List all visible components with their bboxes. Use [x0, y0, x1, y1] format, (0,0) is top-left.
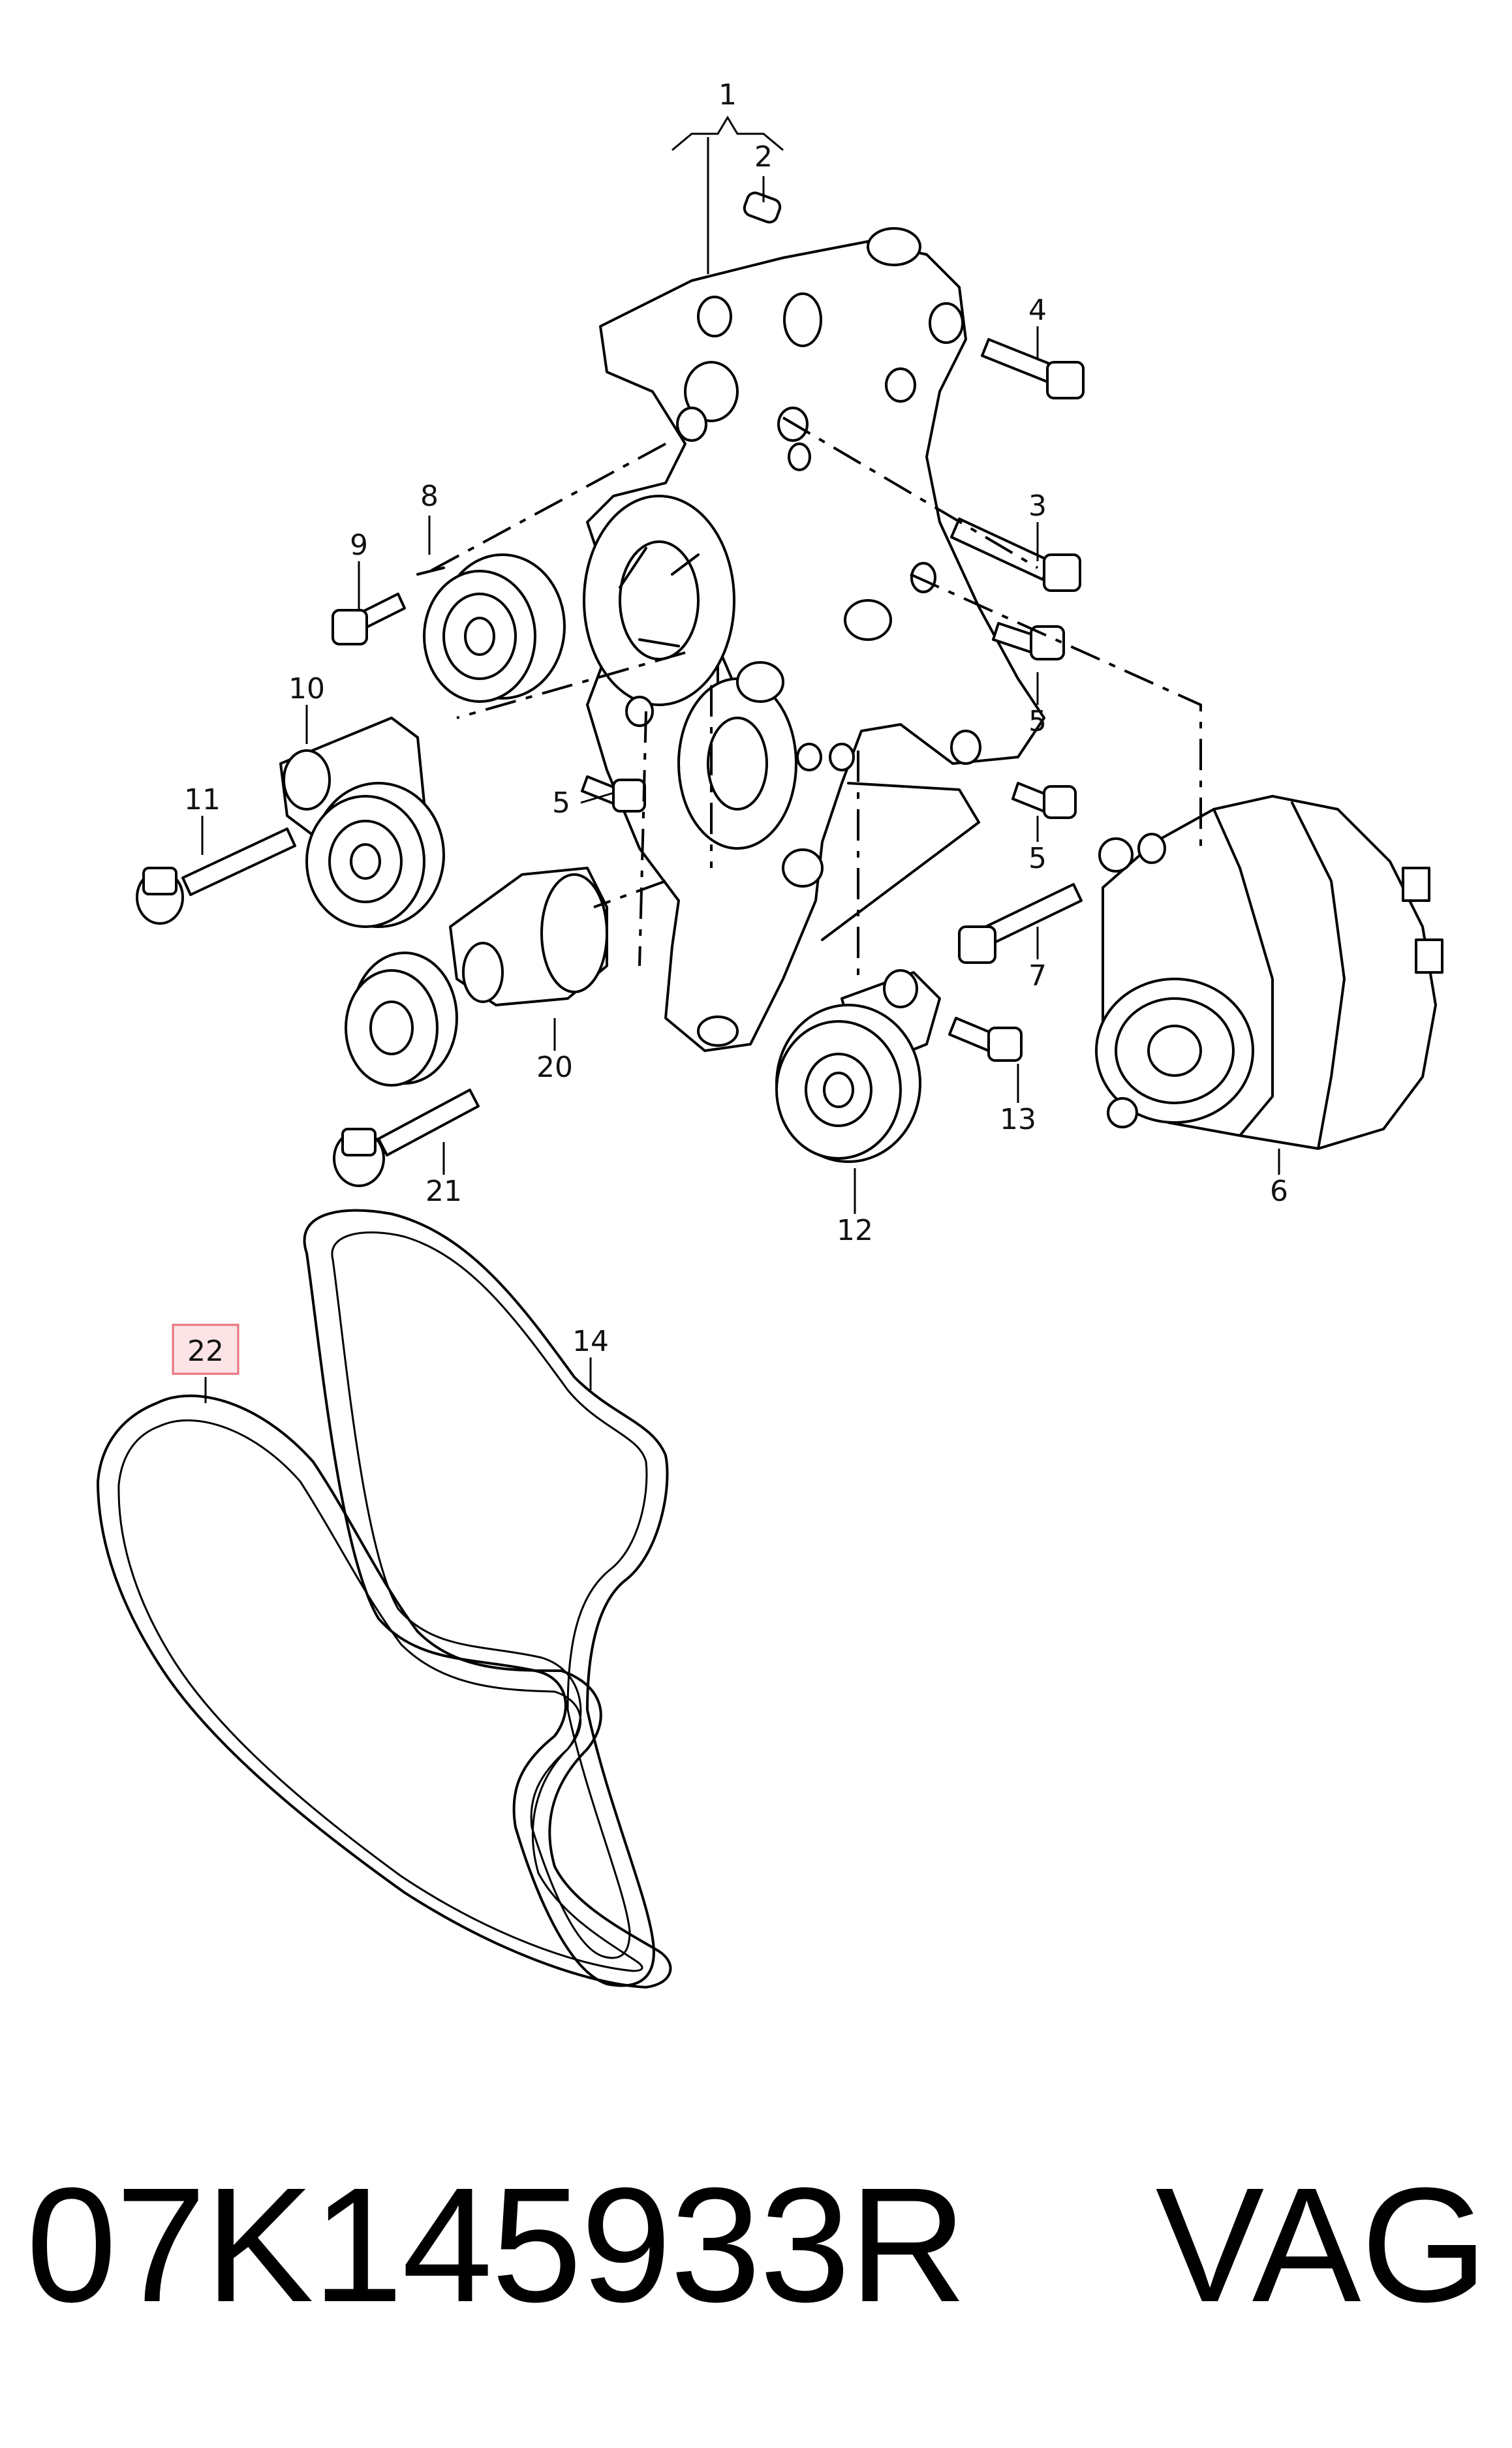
callout-4: 4	[1028, 294, 1047, 327]
callout-1: 1	[718, 78, 737, 112]
bolt-part-4	[981, 338, 1085, 399]
leader-lines	[201, 116, 1280, 1403]
footer: 07K145933R VAG	[26, 2115, 1488, 2376]
bolt-part-21	[333, 1089, 480, 1187]
callout-7: 7	[1028, 959, 1047, 993]
bolt-part-5a	[992, 622, 1065, 660]
callout-11: 11	[184, 783, 221, 816]
bolt-part-5c	[1011, 782, 1077, 819]
callout-10: 10	[288, 672, 325, 705]
bolt-part-9	[332, 593, 406, 645]
callout-5a: 5	[1028, 705, 1047, 738]
pulley-part-12	[775, 969, 941, 1163]
assembly-lines	[424, 416, 1202, 985]
callout-13: 13	[1000, 1103, 1036, 1136]
callout-5c: 5	[1028, 842, 1047, 875]
accessory-bracket	[583, 227, 1045, 1052]
tensioner-damper-part-20	[345, 867, 608, 1087]
callout-6: 6	[1270, 1175, 1288, 1208]
alternator-part-6	[1095, 795, 1443, 1150]
tensioner-part-10	[279, 717, 445, 928]
callout-22-highlight	[172, 1324, 239, 1375]
bolt-part-11	[136, 828, 296, 925]
brand-name: VAG	[1155, 2154, 1488, 2336]
ribbed-belt-part-22	[97, 1394, 672, 1989]
callout-3: 3	[1028, 489, 1047, 523]
bolt-part-7	[958, 883, 1083, 964]
callout-9: 9	[350, 529, 368, 562]
callout-2: 2	[754, 140, 773, 174]
bolt-part-13	[948, 1017, 1023, 1062]
ribbed-belt-part-14	[303, 1209, 669, 1987]
bolt-part-5b	[581, 775, 646, 813]
idler-pulley-part-8	[416, 553, 566, 703]
callout-labels: 1 2 3 4 5 5 5 5 6 7 8 9 10 11 12 13 14 2…	[184, 78, 1288, 1368]
callout-8: 8	[420, 480, 439, 513]
callout-21: 21	[425, 1175, 462, 1208]
callout-22: 22	[187, 1335, 224, 1368]
callout-12: 12	[837, 1214, 873, 1247]
part-number: 07K145933R	[26, 2154, 967, 2336]
callout-20: 20	[536, 1051, 573, 1084]
callout-5b: 5	[552, 786, 570, 820]
callout-14: 14	[572, 1325, 609, 1358]
bolt-part-3	[950, 518, 1081, 592]
pin-part-2	[743, 191, 782, 224]
